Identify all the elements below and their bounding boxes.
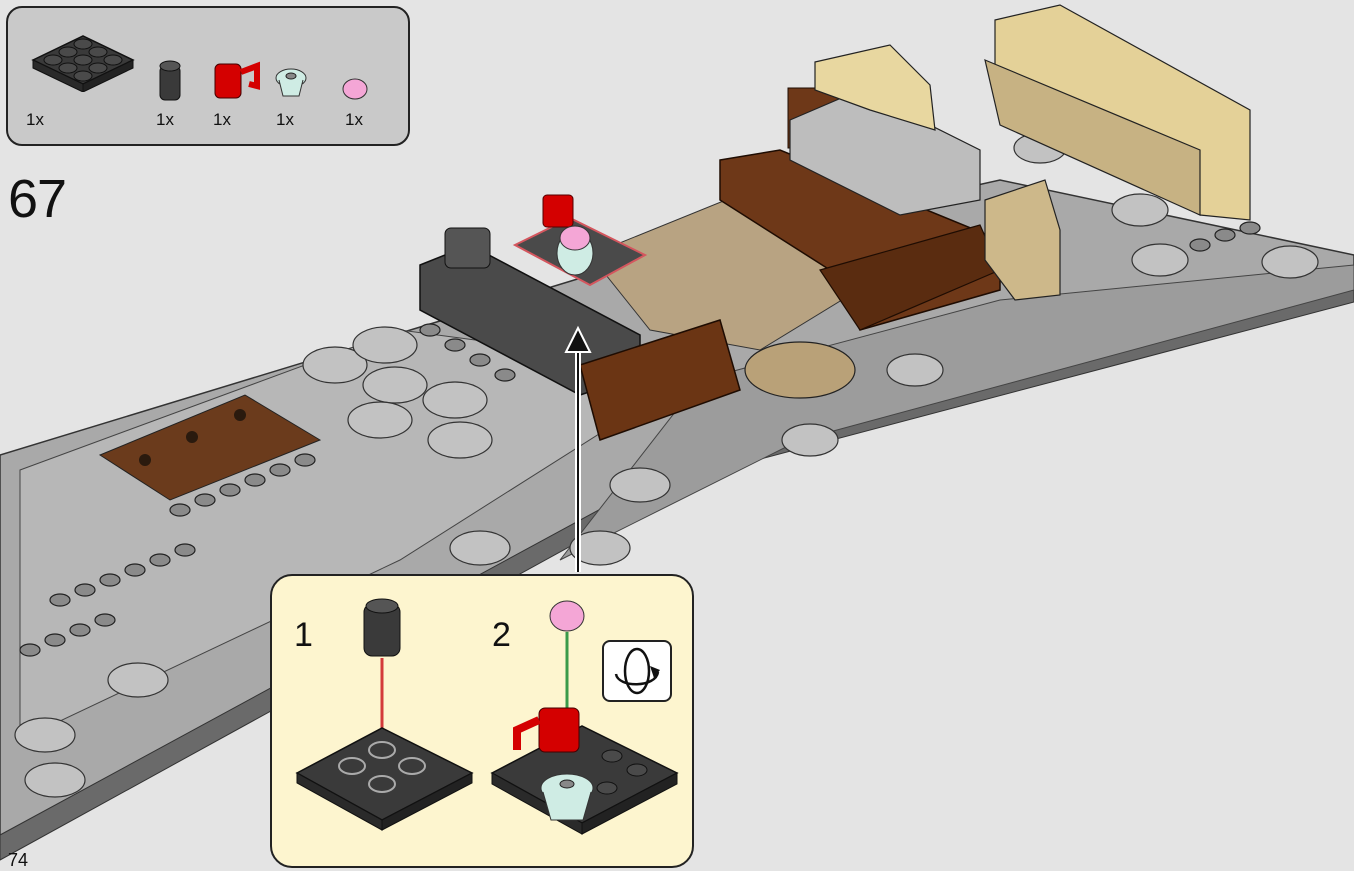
substep-2-illustration (487, 598, 687, 848)
scene-cup (543, 195, 573, 227)
cupcake-top-part (341, 74, 369, 102)
cupcake-base-part (273, 64, 309, 100)
step-number: 67 (8, 168, 66, 230)
part-qty: 1x (213, 110, 231, 130)
part-qty: 1x (156, 110, 174, 130)
parts-list: 1x 1x 1x 1x 1x (6, 6, 410, 146)
sub-assembly-callout: 1 2 (270, 574, 694, 868)
page-number: 74 (8, 850, 28, 871)
part-qty: 1x (345, 110, 363, 130)
brown-stud (139, 454, 151, 466)
tan-round-tile (745, 342, 855, 398)
part-qty: 1x (26, 110, 44, 130)
cup-part (213, 58, 261, 104)
scene-cupcake-top (560, 226, 590, 250)
plate-2x2-part (28, 22, 138, 92)
brown-stud (186, 431, 198, 443)
brown-stud (234, 409, 246, 421)
counter-top (445, 228, 490, 268)
round-brick-part (158, 58, 182, 104)
part-qty: 1x (276, 110, 294, 130)
substep-1-illustration (292, 598, 482, 838)
rotate-model-icon (602, 640, 672, 702)
